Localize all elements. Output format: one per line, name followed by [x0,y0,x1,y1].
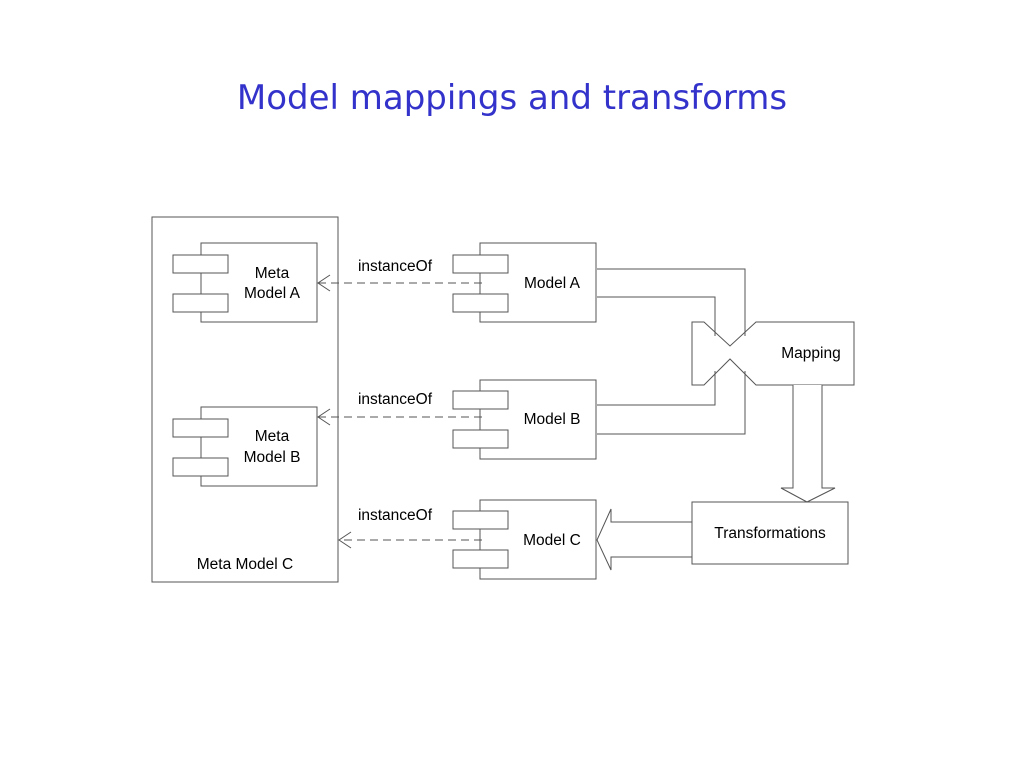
instance-of-b-label: instanceOf [358,391,433,408]
transformations-box [691,501,849,565]
model-a-component [452,242,597,323]
mapping-to-transformations-arrow [780,385,836,503]
meta-model-b-component [172,406,318,487]
slide-title: Model mappings and transforms [236,78,788,118]
model-a-to-mapping-arrow [597,268,746,336]
model-c-label: Model C [523,532,581,549]
meta-model-a-label-line2: Model A [244,285,301,302]
mapping-label: Mapping [781,345,840,362]
model-b-component [452,379,597,460]
component-port [172,254,229,274]
meta-model-a-component [172,242,318,323]
transformations-label: Transformations [714,525,826,542]
model-b-to-mapping-arrow [597,371,746,435]
component-port [452,429,509,449]
component-port [452,390,509,410]
meta-model-c-label: Meta Model C [197,556,293,573]
component-port [452,510,509,530]
instance-of-c-label: instanceOf [358,507,433,524]
instance-of-c-arrowhead [338,531,352,549]
meta-model-a-label-line1: Meta [255,265,290,282]
transformations-to-model-c-arrow [596,508,693,571]
model-b-label: Model B [524,411,581,428]
component-port [452,549,509,569]
component-port [172,293,229,313]
component-port [172,457,229,477]
component-port [452,254,509,274]
mapping-box [691,321,855,386]
instance-of-b-arrowhead [317,408,331,426]
meta-model-b-label-line1: Meta [255,428,290,445]
component-port [172,418,229,438]
instance-of-a-label: instanceOf [358,258,433,275]
component-port [452,293,509,313]
model-a-label: Model A [524,275,581,292]
instance-of-a-arrowhead [317,274,331,292]
model-c-component [452,499,597,580]
meta-model-b-label-line2: Model B [244,449,301,466]
